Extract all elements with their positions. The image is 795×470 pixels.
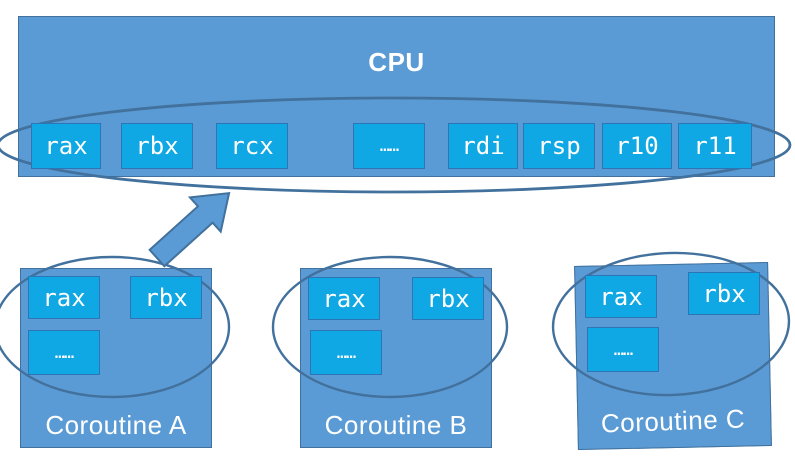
cpu-label: CPU bbox=[368, 47, 425, 77]
coroutine-a-register-rbx: rbx bbox=[130, 276, 202, 319]
coroutine-b-register-rbx: rbx bbox=[412, 277, 484, 320]
cpu-register-r11: r11 bbox=[678, 123, 752, 169]
cpu-register-rbx: rbx bbox=[121, 123, 193, 169]
arrow-up-right-icon bbox=[148, 191, 231, 268]
coroutine-a-label: Coroutine A bbox=[45, 410, 187, 440]
cpu-register-r10: r10 bbox=[602, 123, 672, 169]
coroutine-a-register-rax: rax bbox=[28, 276, 100, 319]
cpu-register-ellipsis: …… bbox=[353, 123, 425, 169]
coroutine-b-registers-ellipse bbox=[271, 255, 509, 399]
coroutine-c-registers-ellipse bbox=[551, 251, 791, 397]
coroutine-c-register-rax: rax bbox=[585, 275, 657, 318]
coroutine-b-register-rax: rax bbox=[308, 277, 380, 320]
coroutine-a-register-ellipsis: …… bbox=[28, 330, 100, 375]
coroutine-c-register-ellipsis: …… bbox=[587, 327, 659, 372]
cpu-registers-ellipse bbox=[0, 96, 792, 194]
coroutine-c-register-rbx: rbx bbox=[688, 272, 760, 315]
cpu-register-rcx: rcx bbox=[216, 123, 288, 169]
coroutine-b-label: Coroutine B bbox=[324, 410, 468, 440]
cpu-register-rdi: rdi bbox=[448, 123, 518, 169]
coroutine-b-register-ellipsis: …… bbox=[310, 330, 382, 375]
coroutine-a-registers-ellipse bbox=[0, 255, 231, 399]
cpu-register-rax: rax bbox=[31, 123, 101, 169]
cpu-register-rsp: rsp bbox=[523, 123, 595, 169]
